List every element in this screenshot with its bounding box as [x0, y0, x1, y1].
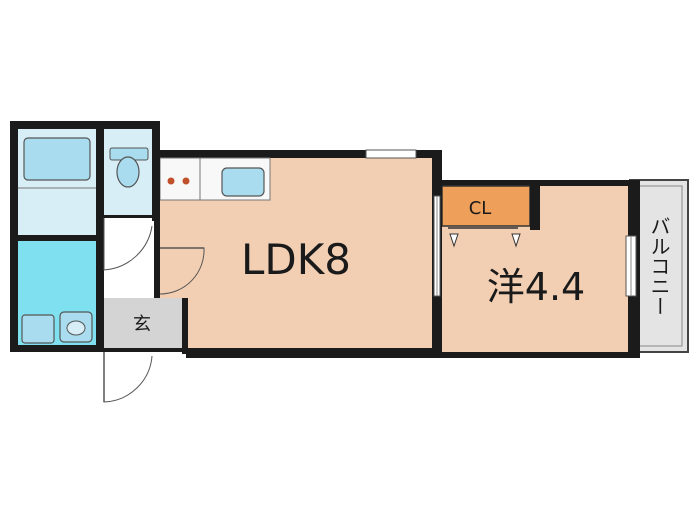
entrance-label: 玄	[133, 314, 151, 335]
wall	[182, 298, 188, 354]
wall	[530, 180, 540, 230]
ldk-room	[160, 158, 432, 348]
entrance	[102, 298, 182, 348]
toilet-bowl-icon	[116, 156, 140, 188]
ldk-label: LDK8	[241, 235, 351, 284]
stove-burner-icon	[167, 177, 175, 185]
bathtub-icon	[23, 137, 91, 181]
window	[365, 149, 417, 159]
wall	[10, 235, 104, 241]
closet-door-marker	[449, 233, 459, 248]
closet-door-marker	[511, 233, 521, 248]
closet-label: CL	[469, 198, 492, 219]
western-room-label: 洋4.4	[487, 265, 585, 309]
closet	[441, 185, 531, 227]
washing-machine-icon	[21, 314, 55, 344]
ldk-door-swing	[159, 247, 205, 295]
sink-icon	[221, 167, 265, 197]
hallway	[102, 218, 154, 298]
stove-burner-icon	[182, 177, 190, 185]
toilet-door-swing	[103, 218, 153, 271]
wall	[152, 121, 160, 221]
wash-basin-bowl-icon	[66, 320, 86, 336]
entrance-door-swing	[103, 352, 153, 403]
balcony-label: バルコニー	[647, 216, 671, 316]
